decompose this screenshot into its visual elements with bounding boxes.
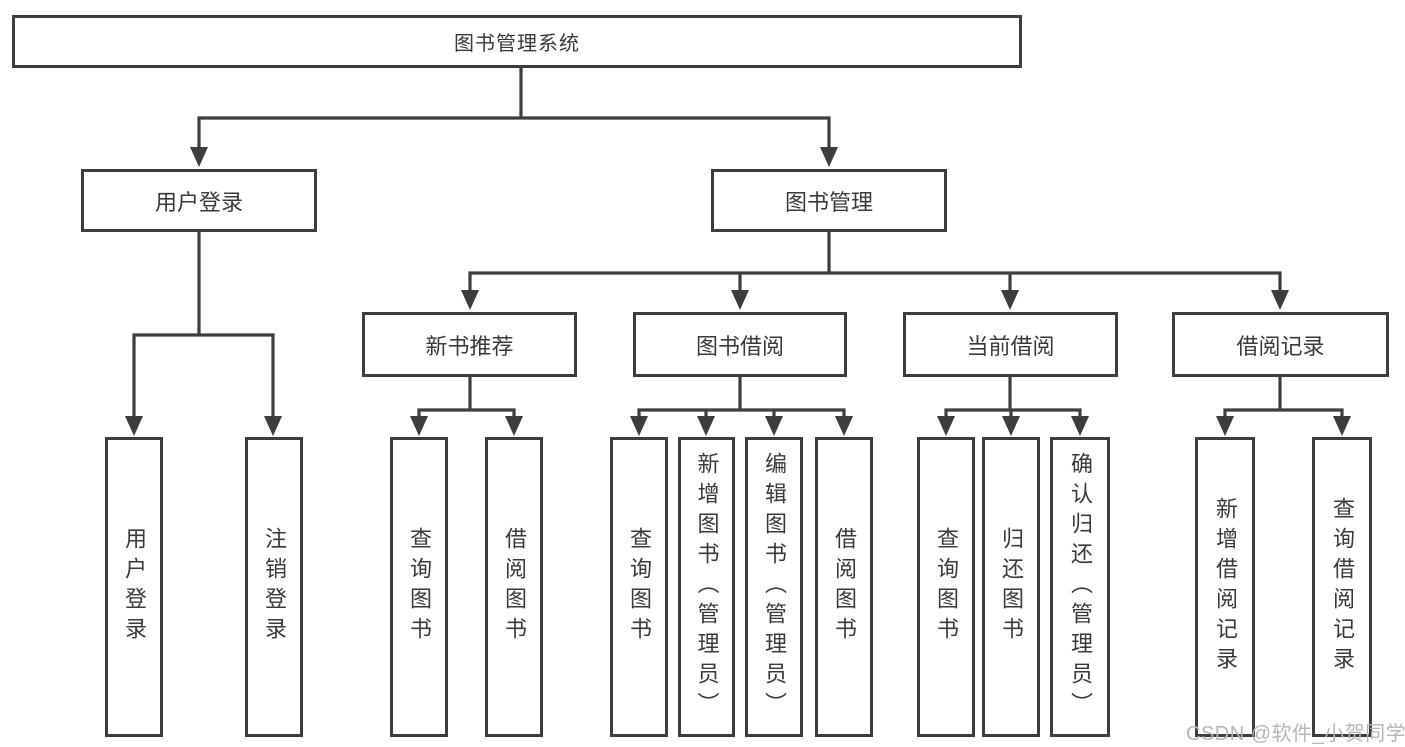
leaf-confirm-return-admin: 确认归还（管理员） [1050,437,1110,737]
leaf-recommend-borrow-books-label: 借阅图书 [502,527,527,647]
leaf-edit-books-admin: 编辑图书（管理员） [745,437,803,737]
leaf-user-login: 用户登录 [105,437,163,737]
leaf-recommend-query-books: 查询图书 [390,437,448,737]
node-borrow-records-label: 借阅记录 [1236,333,1325,359]
connector-book-borrow-children [630,375,853,436]
node-user-login: 用户登录 [81,169,317,232]
leaf-current-query-books-label: 查询图书 [934,527,959,647]
leaf-return-books: 归还图书 [982,437,1040,737]
node-book-management-label: 图书管理 [784,189,873,215]
node-book-borrow-label: 图书借阅 [695,333,784,359]
node-new-book-recommend-label: 新书推荐 [425,333,514,359]
csdn-watermark: CSDN @软件_小贺同学 [1186,723,1405,745]
leaf-borrow-books-label: 借阅图书 [832,527,857,647]
leaf-confirm-return-admin-label: 确认归还（管理员） [1068,452,1093,722]
leaf-add-borrow-record: 新增借阅记录 [1195,437,1255,737]
connector-new-book-recommend-children [410,375,523,436]
connector-root-to-level2 [190,66,838,167]
leaf-query-borrow-record: 查询借阅记录 [1312,437,1372,737]
connector-borrow-records-children [1216,375,1351,436]
leaf-borrow-query-books-label: 查询图书 [627,527,652,647]
leaf-logout: 注销登录 [245,437,303,737]
node-new-book-recommend: 新书推荐 [362,312,577,377]
leaf-edit-books-admin-label: 编辑图书（管理员） [762,452,787,722]
node-current-borrow: 当前借阅 [903,312,1118,377]
node-library-management-system-label: 图书管理系统 [454,33,580,55]
leaf-return-books-label: 归还图书 [999,527,1024,647]
connector-user-login-children [125,230,282,436]
node-book-borrow: 图书借阅 [633,312,847,377]
node-book-management: 图书管理 [711,169,947,232]
leaf-query-borrow-record-label: 查询借阅记录 [1330,497,1355,677]
leaf-recommend-query-books-label: 查询图书 [407,527,432,647]
leaf-recommend-borrow-books: 借阅图书 [485,437,543,737]
leaf-add-books-admin: 新增图书（管理员） [678,437,735,737]
leaf-borrow-query-books: 查询图书 [610,437,668,737]
leaf-user-login-label: 用户登录 [122,527,147,647]
leaf-add-books-admin-label: 新增图书（管理员） [694,452,720,722]
node-borrow-records: 借阅记录 [1172,312,1389,377]
node-current-borrow-label: 当前借阅 [966,333,1055,359]
node-user-login-label: 用户登录 [154,189,243,215]
node-library-management-system: 图书管理系统 [12,15,1022,68]
leaf-current-query-books: 查询图书 [917,437,975,737]
leaf-borrow-books: 借阅图书 [815,437,873,737]
leaf-add-borrow-record-label: 新增借阅记录 [1213,497,1238,677]
connector-book-management-children [461,230,1289,310]
leaf-logout-label: 注销登录 [262,527,287,647]
connector-current-borrow-children [937,375,1089,436]
